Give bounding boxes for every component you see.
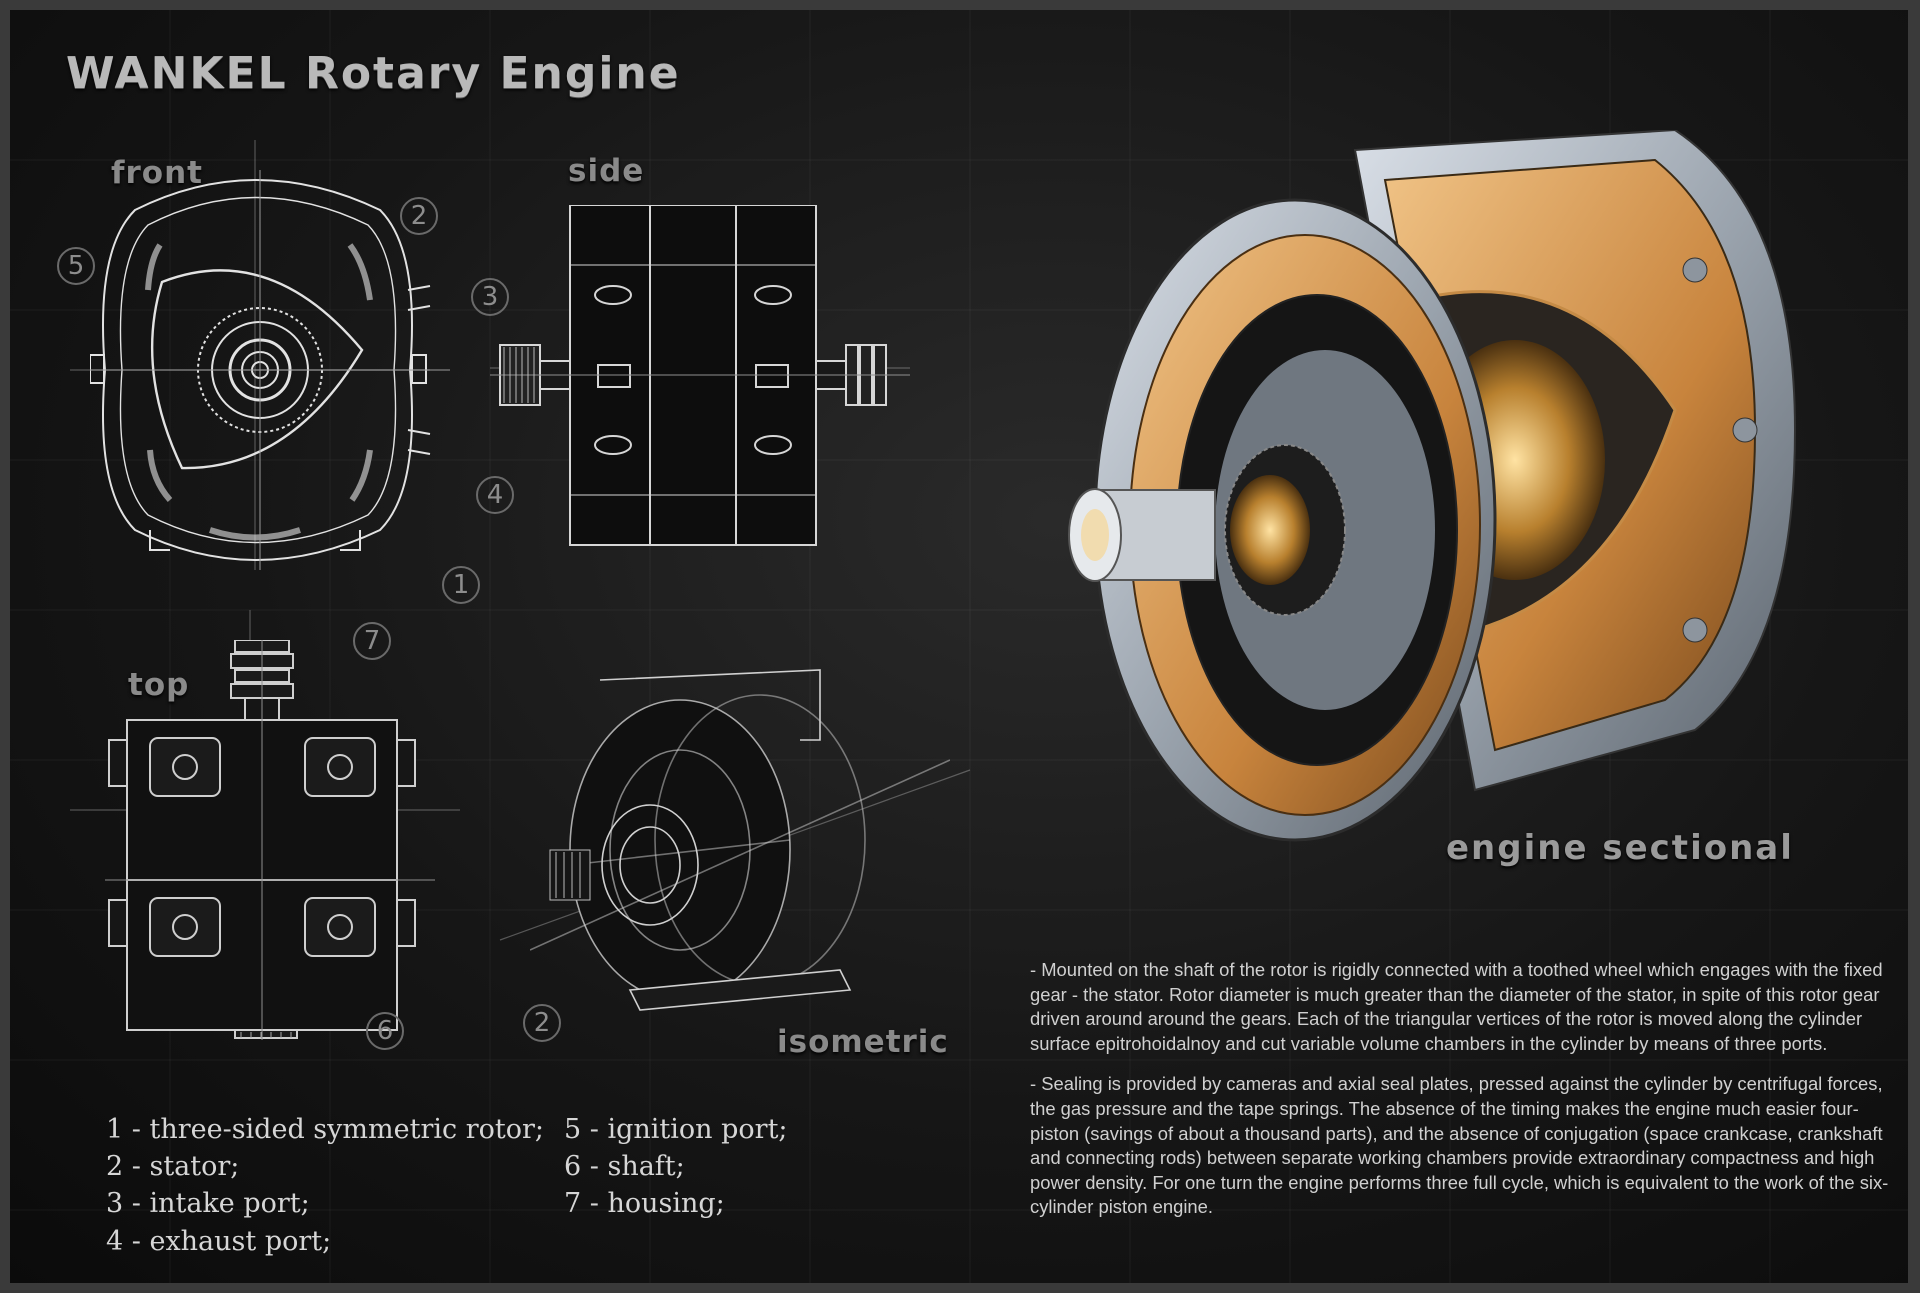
marker-1-rotor: 1 (442, 566, 480, 604)
engine-sectional-render (1068, 130, 1797, 842)
legend-item: 2 - stator; (106, 1151, 240, 1182)
marker-6-shaft: 6 (366, 1012, 404, 1050)
description-paragraph: - Mounted on the shaft of the rotor is r… (1030, 959, 1883, 1054)
legend-item: 5 - ignition port; (564, 1114, 788, 1145)
legend-item: 3 - intake port; (106, 1188, 310, 1219)
isometric-view-drawing (530, 669, 950, 1011)
sectional-view-label: engine sectional (1446, 828, 1794, 868)
top-view-label: top (128, 667, 190, 703)
parts-legend: 1 - three-sided symmetric rotor; 2 - sta… (106, 1114, 806, 1274)
legend-item: 7 - housing; (564, 1188, 725, 1219)
side-view-drawing (490, 205, 910, 546)
isometric-view-label: isometric (777, 1024, 949, 1060)
front-view-drawing (90, 170, 450, 570)
legend-item: 1 - three-sided symmetric rotor; (106, 1114, 544, 1145)
side-view-label: side (568, 153, 645, 189)
engine-description: - Mounted on the shaft of the rotor is r… (1030, 958, 1900, 1236)
legend-item: 6 - shaft; (564, 1151, 685, 1182)
marker-4-exhaust: 4 (476, 476, 514, 514)
legend-item: 4 - exhaust port; (106, 1226, 332, 1257)
top-view-drawing (105, 640, 435, 1040)
marker-5-ignition: 5 (57, 247, 95, 285)
blueprint-sheet: WANKEL Rotary Engine front (10, 10, 1908, 1283)
marker-2-stator-front: 2 (400, 197, 438, 235)
description-paragraph: - Sealing is provided by cameras and axi… (1030, 1073, 1889, 1218)
marker-7-housing: 7 (353, 622, 391, 660)
marker-2-stator-iso: 2 (523, 1004, 561, 1042)
page-title: WANKEL Rotary Engine (66, 48, 681, 99)
marker-3-intake: 3 (471, 278, 509, 316)
front-view-label: front (111, 155, 203, 191)
